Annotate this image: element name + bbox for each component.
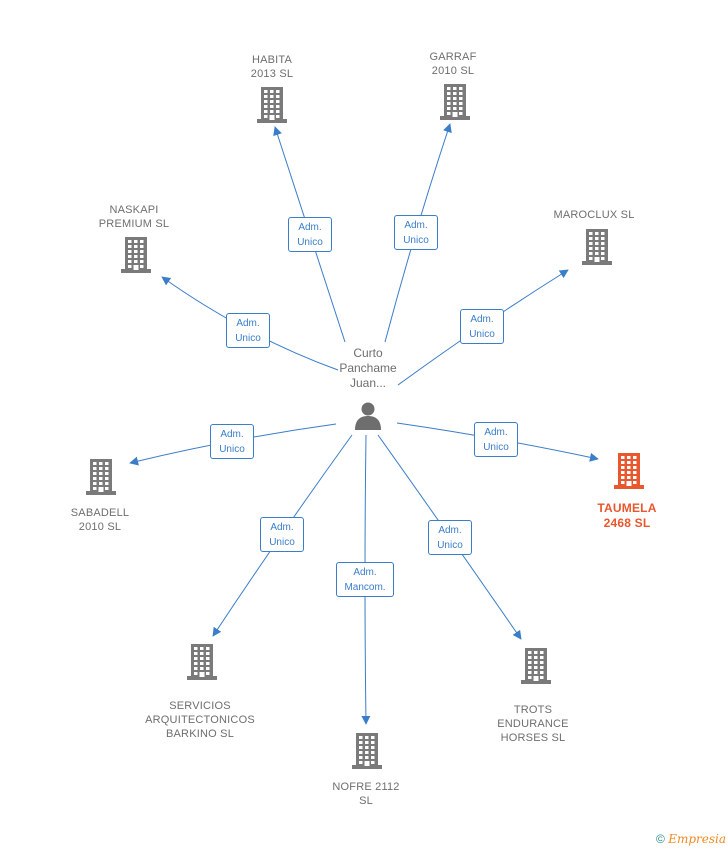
- building-icon: [350, 733, 384, 774]
- relation-label-habita[interactable]: Adm. Unico: [288, 217, 332, 252]
- building-icon: [255, 87, 289, 128]
- relation-label-garraf[interactable]: Adm. Unico: [394, 215, 438, 250]
- company-label-trots: TROTS ENDURANCE HORSES SL: [497, 704, 569, 744]
- building-icon: [612, 453, 646, 494]
- relation-label-maroclux[interactable]: Adm. Unico: [460, 309, 504, 344]
- building-icon: [119, 237, 153, 278]
- building-icon: [519, 648, 553, 689]
- company-label-maroclux: MAROCLUX SL: [553, 209, 635, 221]
- person-icon: [355, 402, 381, 430]
- copyright-icon: ©: [656, 832, 665, 846]
- company-label-sabadell: SABADELL 2010 SL: [70, 507, 130, 533]
- company-label-habita: HABITA 2013 SL: [250, 54, 294, 80]
- footer: © Empresia: [656, 832, 726, 846]
- relation-label-sabadell[interactable]: Adm. Unico: [210, 424, 254, 459]
- relation-label-taumela[interactable]: Adm. Unico: [474, 422, 518, 457]
- relation-label-trots[interactable]: Adm. Unico: [428, 520, 472, 555]
- person-label: Curto Panchame Juan...: [339, 346, 397, 390]
- brand-logo: Empresia: [668, 832, 726, 846]
- company-label-nofre: NOFRE 2112 SL: [332, 781, 400, 807]
- relation-label-nofre[interactable]: Adm. Mancom.: [336, 562, 394, 597]
- building-icon: [185, 644, 219, 685]
- relation-label-naskapi[interactable]: Adm. Unico: [226, 313, 270, 348]
- company-label-garraf: GARRAF 2010 SL: [429, 51, 477, 77]
- building-icon: [580, 229, 614, 270]
- building-icon: [84, 459, 118, 500]
- company-label-taumela: TAUMELA 2468 SL: [597, 501, 657, 530]
- company-label-servicios: SERVICIOS ARQUITECTONICOS BARKINO SL: [145, 700, 255, 740]
- relation-label-servicios[interactable]: Adm. Unico: [260, 517, 304, 552]
- company-label-naskapi: NASKAPI PREMIUM SL: [98, 204, 170, 230]
- building-icon: [438, 84, 472, 125]
